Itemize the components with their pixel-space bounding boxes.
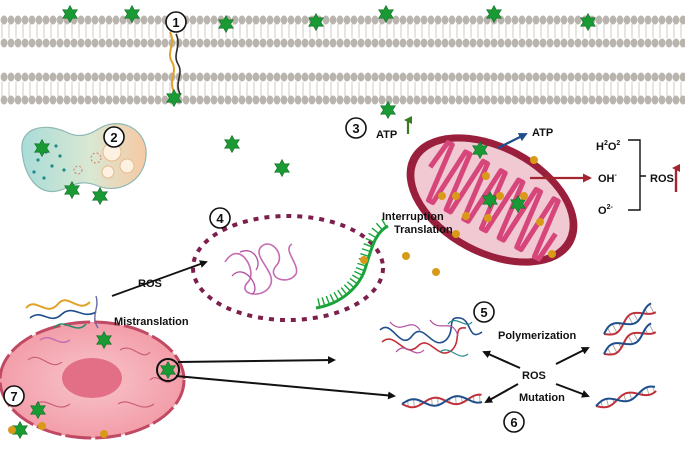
arrows bbox=[112, 120, 676, 402]
label-mistranslation: Mistranslation bbox=[114, 316, 189, 328]
svg-text:5: 5 bbox=[480, 305, 487, 320]
label-hydroxyl: OH- bbox=[598, 172, 618, 185]
label-atp-mitochondrion: ATP bbox=[532, 127, 553, 139]
cell-membrane-bilayer bbox=[0, 16, 685, 105]
svg-text:4: 4 bbox=[216, 211, 224, 226]
orange-particle bbox=[8, 426, 16, 434]
label-ros-center: ROS bbox=[522, 370, 546, 382]
label-ros-species: ROS bbox=[650, 173, 674, 185]
orange-particle bbox=[548, 250, 556, 258]
orange-particle bbox=[484, 214, 492, 222]
orange-particle bbox=[520, 192, 528, 200]
orange-particle bbox=[452, 230, 460, 238]
label-translation: Translation bbox=[394, 224, 453, 236]
orange-particle bbox=[452, 192, 460, 200]
orange-particle bbox=[402, 252, 410, 260]
step-marker-5: 5 bbox=[474, 302, 494, 322]
orange-particle bbox=[496, 192, 504, 200]
orange-particle bbox=[38, 422, 46, 430]
mrna-bases bbox=[318, 219, 386, 307]
step-marker-4: 4 bbox=[210, 208, 230, 228]
vesicle-structure bbox=[22, 124, 146, 192]
damaged-cell bbox=[0, 322, 184, 438]
svg-text:1: 1 bbox=[172, 15, 179, 30]
label-superoxide: O2- bbox=[598, 204, 613, 217]
membrane-lipid-tails bbox=[0, 24, 685, 98]
label-polymerization: Polymerization bbox=[498, 330, 577, 342]
drug-star-particle bbox=[93, 188, 108, 205]
orange-particle bbox=[530, 156, 538, 164]
step-marker-6: 6 bbox=[504, 412, 524, 432]
orange-particle bbox=[536, 218, 544, 226]
step-marker-7: 7 bbox=[4, 386, 24, 406]
label-h2o2: H2O2 bbox=[596, 140, 620, 153]
label-interruption: Interruption bbox=[382, 211, 444, 223]
orange-particle bbox=[360, 256, 368, 264]
svg-text:6: 6 bbox=[510, 415, 517, 430]
label-ros-arrow: ROS bbox=[138, 278, 162, 290]
drug-star-particle bbox=[275, 160, 290, 177]
orange-particle bbox=[482, 172, 490, 180]
translation-region bbox=[193, 216, 388, 320]
step-marker-3: 3 bbox=[346, 118, 366, 138]
label-mutation: Mutation bbox=[519, 392, 565, 404]
svg-text:7: 7 bbox=[10, 389, 17, 404]
orange-particle bbox=[462, 212, 470, 220]
svg-text:3: 3 bbox=[352, 121, 359, 136]
orange-particle bbox=[100, 430, 108, 438]
step-marker-2: 2 bbox=[104, 127, 124, 147]
step-marker-1: 1 bbox=[166, 12, 186, 32]
orange-particle bbox=[432, 268, 440, 276]
label-atp-membrane: ATP bbox=[376, 129, 397, 141]
svg-text:2: 2 bbox=[110, 130, 117, 145]
drug-star-particle bbox=[225, 136, 240, 153]
orange-particle bbox=[438, 192, 446, 200]
